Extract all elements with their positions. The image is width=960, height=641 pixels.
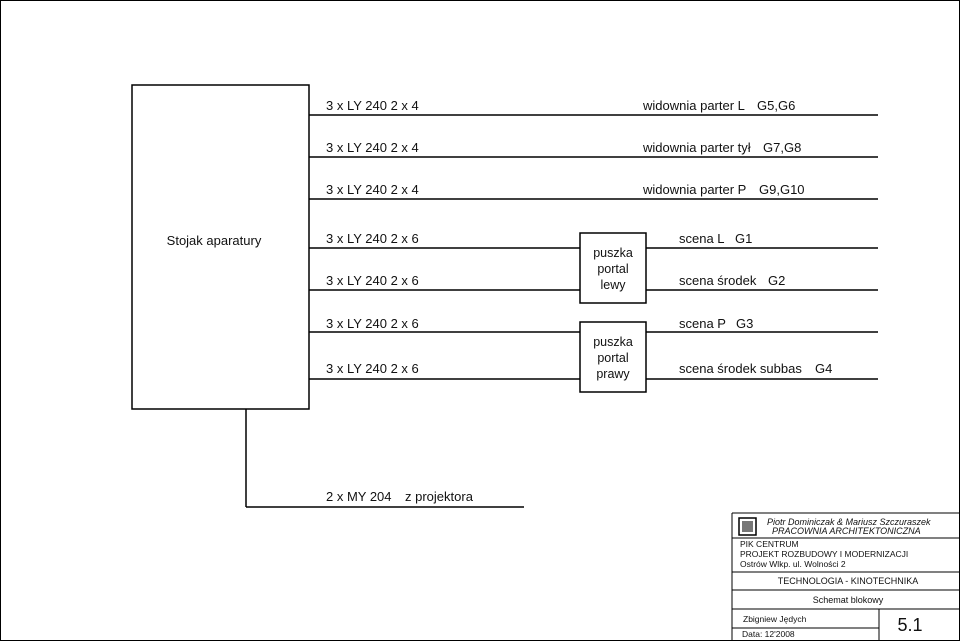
group-label: G1 [735, 231, 752, 246]
title-block: Piotr Dominiczak & Mariusz Szczuraszek P… [731, 512, 960, 641]
cable-label: 3 x LY 240 2 x 6 [326, 316, 419, 331]
group-label: G5,G6 [757, 98, 795, 113]
discipline-label: TECHNOLOGIA - KINOTECHNIKA [778, 576, 919, 586]
box-portal-prawy-line-3: prawy [596, 367, 630, 381]
destination-label: widownia parter P [642, 182, 746, 197]
destination-label: scena środek subbas [679, 361, 802, 376]
cable-label: 3 x LY 240 2 x 4 [326, 182, 419, 197]
authors-label: Piotr Dominiczak & Mariusz Szczuraszek [767, 517, 931, 527]
box-portal-prawy [579, 321, 647, 393]
box-portal-lewy [579, 232, 647, 304]
sheet-number: 5.1 [897, 615, 922, 635]
cable-label: 3 x LY 240 2 x 4 [326, 98, 419, 113]
studio-logo-icon-fill [742, 521, 753, 532]
group-label: G9,G10 [759, 182, 805, 197]
project-line-3: Ostrów Wlkp. ul. Wolności 2 [740, 559, 846, 569]
projector-cable-label: 2 x MY 204 [326, 489, 392, 504]
designer-label: Zbigniew Jędych [743, 614, 807, 624]
cable-label: 3 x LY 240 2 x 4 [326, 140, 419, 155]
cable-label: 3 x LY 240 2 x 6 [326, 361, 419, 376]
project-line-2: PROJEKT ROZBUDOWY I MODERNIZACJI [740, 549, 908, 559]
box-portal-prawy-line-1: puszka [593, 335, 633, 349]
box-portal-prawy-line-2: portal [597, 351, 628, 365]
destination-label: scena P [679, 316, 726, 331]
date-label: Data: 12'2008 [742, 629, 795, 639]
destination-label: widownia parter L [642, 98, 745, 113]
drawing-title: Schemat blokowy [813, 595, 884, 605]
box-portal-lewy-line-3: lewy [600, 278, 626, 292]
group-label: G4 [815, 361, 832, 376]
box-portal-lewy-line-2: portal [597, 262, 628, 276]
destination-label: widownia parter tył [642, 140, 751, 155]
box-portal-lewy-line-1: puszka [593, 246, 633, 260]
rack-label: Stojak aparatury [167, 233, 262, 248]
group-label: G2 [768, 273, 785, 288]
projector-label: z projektora [405, 489, 474, 504]
studio-label: PRACOWNIA ARCHITEKTONICZNA [772, 526, 921, 536]
group-label: G3 [736, 316, 753, 331]
cable-label: 3 x LY 240 2 x 6 [326, 231, 419, 246]
rack-box [131, 84, 310, 410]
destination-label: scena środek [679, 273, 757, 288]
cable-label: 3 x LY 240 2 x 6 [326, 273, 419, 288]
project-line-1: PIK CENTRUM [740, 539, 799, 549]
group-label: G7,G8 [763, 140, 801, 155]
destination-label: scena L [679, 231, 725, 246]
